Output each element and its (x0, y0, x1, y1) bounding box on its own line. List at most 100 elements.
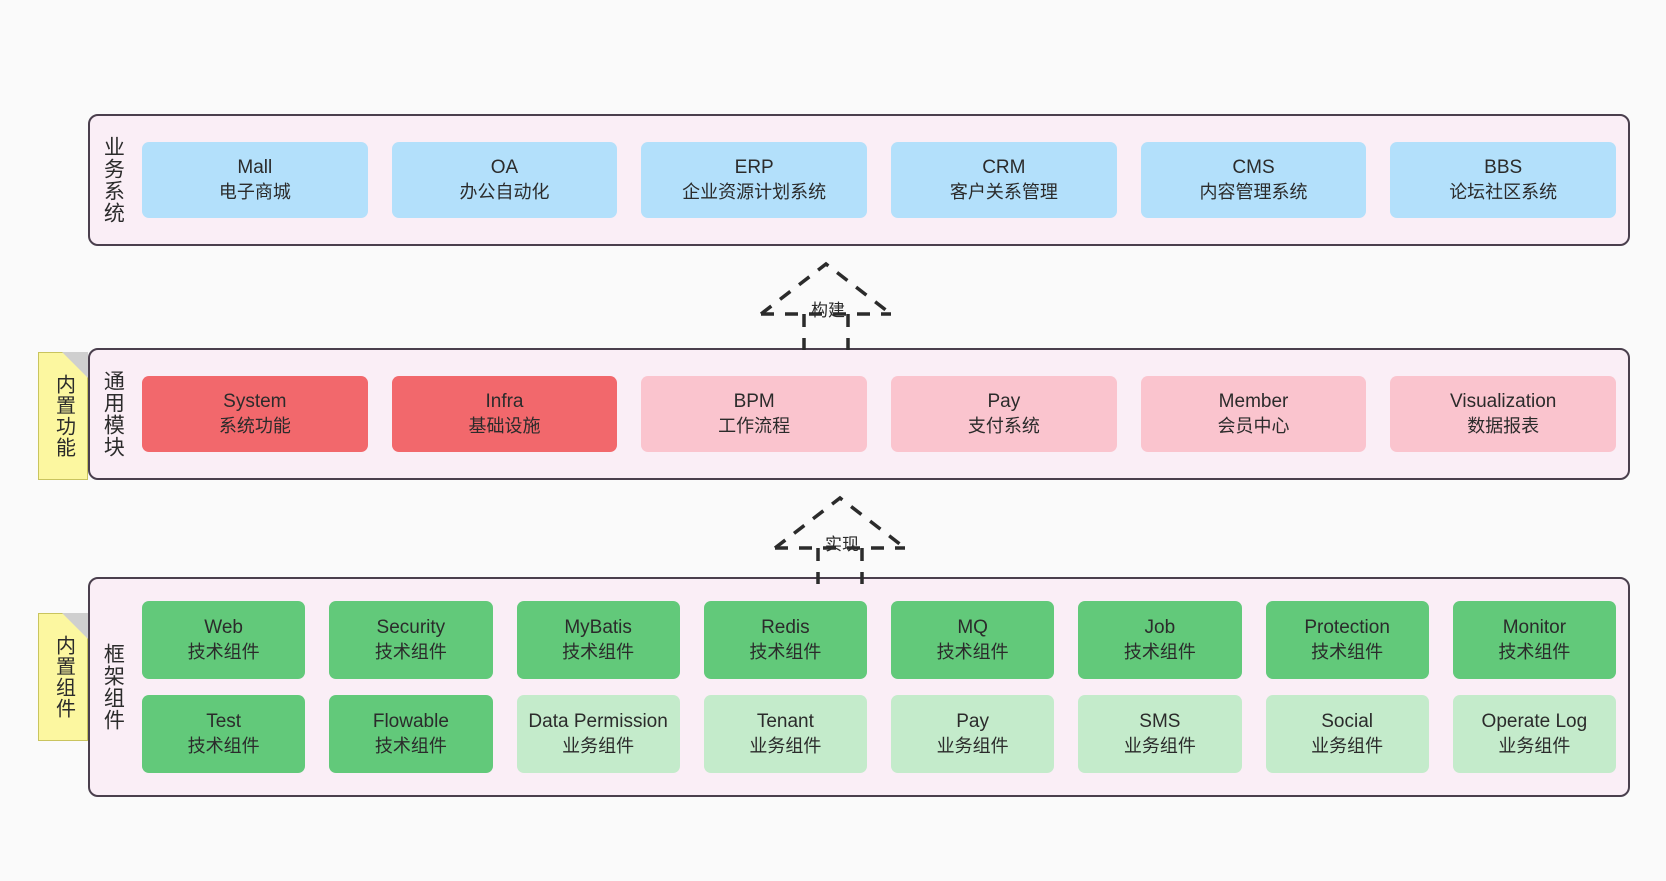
card-title: Pay (956, 711, 989, 733)
card-title: OA (490, 157, 519, 179)
card-title: Member (1218, 391, 1289, 413)
card-subtitle: 系统功能 (218, 415, 291, 436)
layer-body-common-module: System 系统功能 Infra 基础设施 BPM 工作流程 Pay 支付系统… (134, 350, 1628, 478)
sticky-note-builtin-function: 内置功能 (38, 352, 88, 480)
card-subtitle: 企业资源计划系统 (682, 181, 827, 202)
layer-title-business-system: 业务系统 (101, 136, 125, 224)
card-subtitle: 业务组件 (1498, 735, 1571, 756)
layer-business-system[interactable]: 业务系统 Mall 电子商城 OA 办公自动化 ERP 企业资源计划系统 CRM… (88, 114, 1630, 246)
card-cms[interactable]: CMS 内容管理系统 (1140, 142, 1367, 218)
card-row: Web 技术组件 Security 技术组件 MyBatis 技术组件 Redi… (142, 601, 1616, 679)
card-title: MyBatis (564, 617, 632, 639)
card-title: Protection (1304, 617, 1390, 639)
sticky-note-label: 内置功能 (52, 374, 75, 458)
card-subtitle: 技术组件 (1311, 641, 1384, 662)
card-row: Mall 电子商城 OA 办公自动化 ERP 企业资源计划系统 CRM 客户关系… (142, 142, 1617, 218)
card-title: Tenant (756, 711, 814, 733)
card-title: Redis (761, 617, 810, 639)
card-web[interactable]: Web 技术组件 (142, 601, 306, 679)
card-subtitle: 内容管理系统 (1199, 181, 1308, 202)
card-pay[interactable]: Pay 支付系统 (891, 376, 1117, 452)
card-subtitle: 基础设施 (468, 415, 541, 436)
card-crm[interactable]: CRM 客户关系管理 (891, 142, 1117, 218)
card-row: Test 技术组件 Flowable 技术组件 Data Permission … (142, 695, 1616, 773)
card-bbs[interactable]: BBS 论坛社区系统 (1390, 142, 1617, 218)
connector-label-build: 构建 (811, 301, 845, 320)
card-job[interactable]: Job 技术组件 (1078, 601, 1242, 679)
card-subtitle: 业务组件 (1311, 735, 1384, 756)
card-pay-component[interactable]: Pay 业务组件 (891, 695, 1055, 773)
card-title: Visualization (1450, 391, 1557, 413)
card-sms[interactable]: SMS 业务组件 (1078, 695, 1242, 773)
card-title: Infra (485, 391, 524, 413)
card-title: Operate Log (1481, 711, 1588, 733)
card-title: CMS (1232, 157, 1275, 179)
card-subtitle: 支付系统 (967, 415, 1040, 436)
card-data-permission[interactable]: Data Permission 业务组件 (516, 695, 680, 773)
card-subtitle: 业务组件 (1123, 735, 1196, 756)
card-social[interactable]: Social 业务组件 (1265, 695, 1429, 773)
card-subtitle: 电子商城 (218, 181, 291, 202)
layer-title-common-module: 通用模块 (101, 370, 125, 458)
card-tenant[interactable]: Tenant 业务组件 (703, 695, 867, 773)
card-subtitle: 技术组件 (187, 735, 260, 756)
card-subtitle: 技术组件 (562, 641, 635, 662)
card-title: Mall (237, 157, 273, 179)
card-protection[interactable]: Protection 技术组件 (1265, 601, 1429, 679)
card-mybatis[interactable]: MyBatis 技术组件 (516, 601, 680, 679)
card-oa[interactable]: OA 办公自动化 (391, 142, 618, 218)
card-mq[interactable]: MQ 技术组件 (891, 601, 1055, 679)
card-title: Social (1321, 711, 1373, 733)
card-title: Flowable (372, 711, 449, 733)
connector-build: 构建 (756, 258, 906, 350)
card-system[interactable]: System 系统功能 (142, 376, 368, 452)
card-subtitle: 技术组件 (1498, 641, 1571, 662)
card-title: Monitor (1502, 617, 1567, 639)
sticky-note-builtin-component: 内置组件 (38, 613, 88, 741)
card-infra[interactable]: Infra 基础设施 (391, 376, 618, 452)
card-subtitle: 技术组件 (749, 641, 822, 662)
card-subtitle: 技术组件 (936, 641, 1009, 662)
card-title: Web (204, 617, 243, 639)
card-subtitle: 技术组件 (374, 735, 447, 756)
card-title: Data Permission (528, 711, 668, 733)
card-subtitle: 业务组件 (936, 735, 1009, 756)
layer-title-framework-component: 框架组件 (101, 643, 125, 731)
card-title: MQ (957, 617, 988, 639)
sticky-note-label: 内置组件 (52, 635, 75, 719)
card-title: Pay (987, 391, 1021, 413)
card-title: Test (206, 711, 242, 733)
card-monitor[interactable]: Monitor 技术组件 (1452, 601, 1616, 679)
card-subtitle: 业务组件 (562, 735, 635, 756)
card-title: Job (1144, 617, 1176, 639)
card-row: System 系统功能 Infra 基础设施 BPM 工作流程 Pay 支付系统… (142, 376, 1617, 452)
card-title: System (223, 391, 287, 413)
card-visualization[interactable]: Visualization 数据报表 (1390, 376, 1617, 452)
card-subtitle: 工作流程 (718, 415, 791, 436)
card-erp[interactable]: ERP 企业资源计划系统 (641, 142, 868, 218)
card-subtitle: 办公自动化 (459, 181, 550, 202)
card-operate-log[interactable]: Operate Log 业务组件 (1452, 695, 1616, 773)
card-title: SMS (1139, 711, 1181, 733)
connector-label-implement: 实现 (825, 535, 859, 554)
card-subtitle: 业务组件 (749, 735, 822, 756)
card-title: CRM (982, 157, 1026, 179)
card-test[interactable]: Test 技术组件 (142, 695, 306, 773)
card-subtitle: 会员中心 (1217, 415, 1290, 436)
layer-body-business-system: Mall 电子商城 OA 办公自动化 ERP 企业资源计划系统 CRM 客户关系… (134, 116, 1628, 244)
card-mall[interactable]: Mall 电子商城 (142, 142, 368, 218)
card-member[interactable]: Member 会员中心 (1140, 376, 1367, 452)
card-subtitle: 技术组件 (187, 641, 260, 662)
card-subtitle: 技术组件 (374, 641, 447, 662)
card-flowable[interactable]: Flowable 技术组件 (329, 695, 493, 773)
card-subtitle: 论坛社区系统 (1449, 181, 1558, 202)
layer-framework-component[interactable]: 框架组件 Web 技术组件 Security 技术组件 MyBatis 技术组件… (88, 577, 1630, 797)
layer-body-framework-component: Web 技术组件 Security 技术组件 MyBatis 技术组件 Redi… (134, 579, 1628, 795)
card-security[interactable]: Security 技术组件 (329, 601, 493, 679)
card-bpm[interactable]: BPM 工作流程 (641, 376, 868, 452)
card-redis[interactable]: Redis 技术组件 (703, 601, 867, 679)
card-title: BBS (1484, 157, 1523, 179)
layer-common-module[interactable]: 通用模块 System 系统功能 Infra 基础设施 BPM 工作流程 Pay… (88, 348, 1630, 480)
card-subtitle: 技术组件 (1123, 641, 1196, 662)
